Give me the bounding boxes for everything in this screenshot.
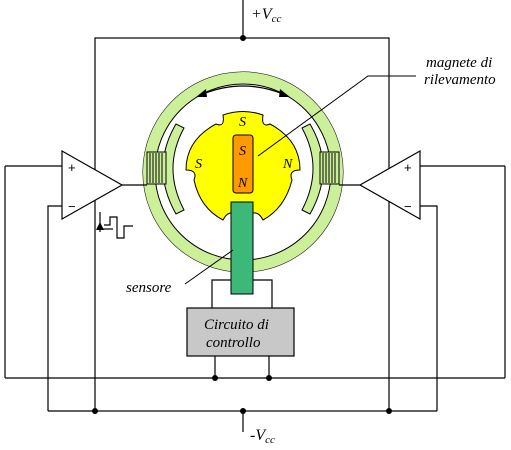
control-circuit-label-line2: controllo <box>206 335 261 351</box>
magnet-pole-bottom: N <box>237 176 248 191</box>
left-amp-minus: − <box>68 199 76 214</box>
magnet-pole-top: S <box>239 144 246 159</box>
rotor-pole-right: N <box>282 157 293 172</box>
hall-sensor <box>230 201 254 295</box>
rotor-pole-left: S <box>195 157 202 172</box>
leader-lines <box>184 75 416 285</box>
square-wave-icon <box>96 212 133 239</box>
left-amp-plus: + <box>68 160 76 175</box>
rotation-arrowhead-right <box>279 89 290 97</box>
left-amplifier <box>5 149 147 411</box>
sensing-magnet <box>232 134 254 194</box>
rotation-arrowhead-left <box>196 89 207 97</box>
magnet-label-line1: magnete di <box>426 55 492 71</box>
right-amp-plus: + <box>404 160 412 175</box>
control-circuit-label-line1: Circuito di <box>204 317 269 333</box>
sensor-to-control-wires <box>211 279 273 308</box>
control-circuit-box <box>186 307 295 357</box>
vcc-positive-label: +Vcc <box>251 6 281 25</box>
right-amp-minus: − <box>404 199 412 214</box>
magnet-label-line2: rilevamento <box>424 72 496 88</box>
sensor-label: sensore <box>126 280 172 296</box>
rotation-arrow <box>202 85 284 95</box>
vcc-negative-label: -Vcc <box>250 427 275 446</box>
left-pole-piece <box>146 123 185 215</box>
rotor-pole-top: S <box>239 115 246 130</box>
control-wiring <box>4 166 506 379</box>
junction-bottom <box>240 408 246 414</box>
junction-top <box>240 35 246 41</box>
right-amplifier <box>339 149 505 411</box>
right-pole-piece <box>301 123 340 215</box>
